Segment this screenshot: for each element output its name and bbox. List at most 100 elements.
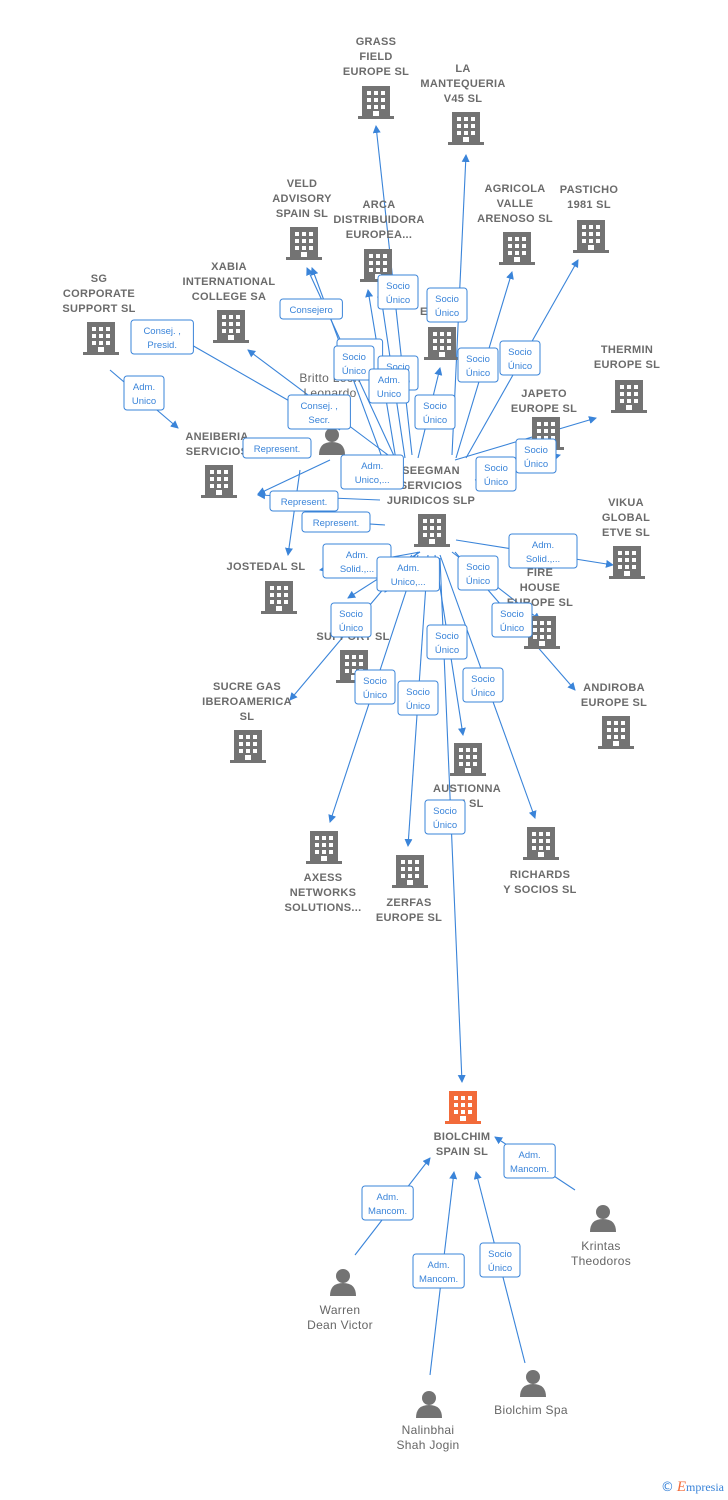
node-label-line: SPAIN SL [276,208,328,220]
relation-label-text: Único [488,1263,512,1274]
relation-label-box [479,1242,521,1278]
relation-label-box [368,368,410,404]
company-node[interactable]: ARCADISTRIBUIDORAEUROPEA... [333,199,424,282]
person-icon [319,428,345,455]
node-label-line: CORPORATE [63,288,135,300]
node-label-line: Krintas [581,1239,620,1253]
relation-label-box [354,669,396,705]
relation-label-text: Mancom. [510,1164,549,1175]
node-label-line: FIELD [359,51,392,63]
edge-labels-layer: ConsejeroAdm.Solid.SocioÚnicoSocioÚnicoC… [123,274,578,1289]
relation-label-box [457,347,499,383]
node-label-line: SERVICIOS [400,480,462,492]
relation-label-text: Adm. [428,1260,450,1271]
node-label-line: EUROPE SL [376,912,442,924]
copyright-symbol: © [660,1480,674,1495]
node-label-line: JURIDICOS SLP [387,495,475,507]
relation-label-text: Socio [435,294,459,305]
relation-label-text: Adm. [397,563,419,574]
relation-label-text: Único [466,576,490,587]
node-label-line: ARENOSO SL [477,213,553,225]
relation-label-box [508,533,578,569]
relation-label-text: Consej. , [143,326,181,337]
node-label-line: AXESS [304,872,343,884]
relation-label-box [376,556,440,592]
company-node[interactable]: PASTICHO 1981 SL [560,184,619,253]
node-label-line: GRASS [356,36,397,48]
person-icon [416,1391,442,1418]
company-node[interactable]: AXESSNETWORKSSOLUTIONS... [285,831,362,914]
relation-label: Adm.Solid.,... [508,533,578,569]
relation-label-text: Socio [342,352,366,363]
relation-label-box [457,555,499,591]
node-label-line: XABIA [211,261,247,273]
node-label-line: GLOBAL [602,512,650,524]
relation-label-text: Represent. [313,518,359,529]
relation-label-box [287,394,351,430]
building-icon [306,831,342,864]
node-label-line: V45 SL [444,93,483,105]
node-label-line: PASTICHO [560,184,619,196]
relation-label-text: Adm. [378,375,400,386]
node-label-line: SL [240,711,255,723]
company-node[interactable]: ZERFAS EUROPE SL [376,855,442,924]
building-icon [523,827,559,860]
node-label-line: 1981 SL [567,199,611,211]
relation-label-text: Adm. [361,461,383,472]
relation-label-text: Socio [339,609,363,620]
relation-label-box [491,602,533,638]
relation-label-text: Único [339,623,363,634]
relation-label-text: Adm. [133,382,155,393]
company-node[interactable]: JOSTEDAL SL [227,561,306,614]
relation-label: Adm.Mancom. [412,1253,465,1289]
brand-initial: E [676,1479,686,1495]
relation-label: Consejero [279,298,343,320]
relation-label-text: Socio [423,401,447,412]
relation-label-box [330,602,372,638]
relation-label-text: Adm. [519,1150,541,1161]
relation-label: Adm.Unico,... [340,454,404,490]
relation-label: Adm.Mancom. [361,1185,414,1221]
brand-name: mpresia [686,1480,724,1494]
building-icon [450,743,486,776]
relation-label-box [475,456,517,492]
person-node[interactable]: Biolchim Spa [494,1370,568,1417]
building-icon [609,546,645,579]
building-icon [448,112,484,145]
node-label-line: FIRE [527,567,553,579]
relation-label-text: Solid.,... [340,564,374,575]
relation-label-box [412,1253,465,1289]
relation-label-text: Adm. [532,540,554,551]
building-icon [358,86,394,119]
relation-label-text: Único [524,459,548,470]
relation-label-box [333,345,375,381]
relation-label: Adm.Unico,... [376,556,440,592]
node-label-line: ZERFAS [386,897,431,909]
relation-label-box [340,454,404,490]
building-icon [286,227,322,260]
